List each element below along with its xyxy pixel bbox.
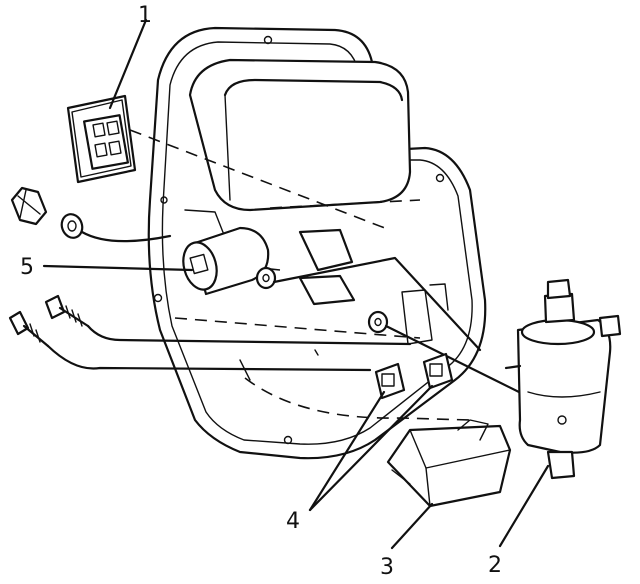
callout-4: 4 bbox=[286, 509, 300, 534]
callout-3: 3 bbox=[380, 555, 394, 580]
relay-connector bbox=[66, 94, 137, 184]
mounting-panel bbox=[147, 26, 487, 460]
callout-labels: 1 2 3 4 5 bbox=[20, 3, 502, 580]
callout-5: 5 bbox=[20, 255, 34, 280]
cable-plug bbox=[10, 186, 172, 243]
cylinder-component bbox=[182, 226, 270, 296]
leader-lines bbox=[42, 18, 550, 550]
solenoid-valve bbox=[504, 278, 622, 480]
mounting-clips bbox=[374, 352, 454, 400]
control-module bbox=[386, 419, 512, 508]
grommets bbox=[255, 256, 527, 397]
callout-2: 2 bbox=[488, 553, 502, 578]
panel-openings bbox=[184, 209, 449, 381]
callout-1: 1 bbox=[138, 3, 152, 28]
top-housing-box bbox=[188, 58, 412, 212]
bolts bbox=[8, 294, 412, 372]
